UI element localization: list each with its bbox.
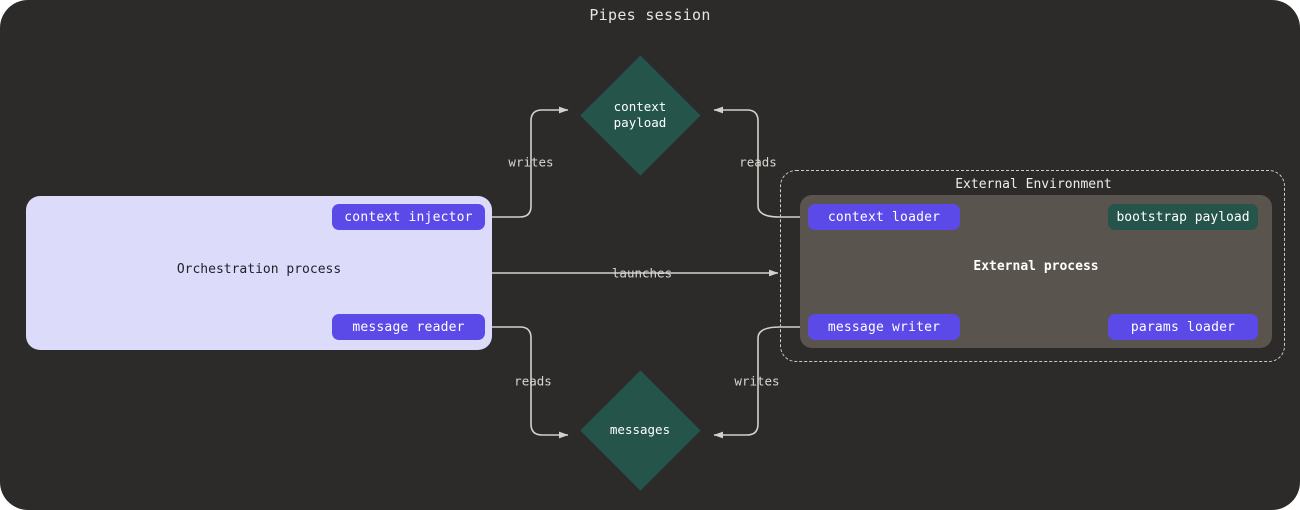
edge-label-writes-messages: writes <box>734 373 780 389</box>
store-messages[interactable]: messages <box>579 369 700 490</box>
page-title: Pipes session <box>589 6 711 24</box>
node-message-reader[interactable]: message reader <box>332 314 485 340</box>
edge-label-launches: launches <box>611 265 673 281</box>
store-context-payload[interactable]: context payload <box>579 54 700 175</box>
external-process-panel: External process context loader message … <box>800 195 1272 348</box>
node-context-injector[interactable]: context injector <box>332 204 485 230</box>
external-environment-cluster: External Environment <box>780 170 1285 362</box>
node-params-loader[interactable]: params loader <box>1108 314 1258 340</box>
orchestration-process-panel: Orchestration process context injector m… <box>26 196 492 350</box>
node-bootstrap-payload[interactable]: bootstrap payload <box>1108 204 1258 230</box>
external-process-label: External process <box>973 259 1099 274</box>
external-environment-label: External Environment <box>955 177 1112 192</box>
orchestration-process-label: Orchestration process <box>176 262 342 277</box>
node-context-loader[interactable]: context loader <box>808 204 960 230</box>
edge-label-reads-context: reads <box>739 154 777 170</box>
node-message-writer[interactable]: message writer <box>808 314 960 340</box>
store-context-payload-label: context payload <box>613 99 667 130</box>
edge-label-reads-messages: reads <box>514 373 552 389</box>
store-messages-label: messages <box>609 422 671 437</box>
edge-label-writes-context: writes <box>508 154 554 170</box>
